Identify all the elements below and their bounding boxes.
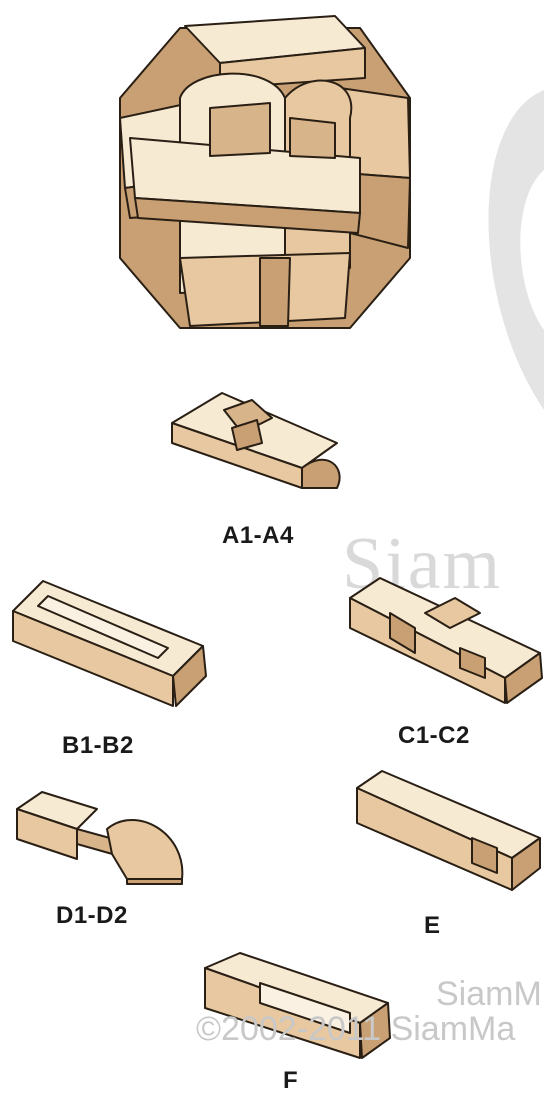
piece-e-label: E	[424, 912, 441, 940]
piece-a-illustration	[162, 388, 352, 498]
piece-f-label: F	[283, 1067, 298, 1095]
piece-d-label: D1-D2	[56, 902, 128, 930]
watermark-copyright: ©2002-2011 SiamMa	[196, 1010, 515, 1049]
assembled-puzzle-illustration	[110, 8, 415, 340]
piece-b-illustration	[8, 576, 213, 711]
piece-e-illustration	[352, 768, 544, 896]
watermark-line-1: SiamM	[436, 975, 542, 1014]
piece-a-label: A1-A4	[222, 522, 294, 550]
piece-c-illustration	[345, 573, 544, 708]
piece-b-label: B1-B2	[62, 732, 134, 760]
piece-c-label: C1-C2	[398, 722, 470, 750]
piece-d-illustration	[12, 784, 192, 889]
